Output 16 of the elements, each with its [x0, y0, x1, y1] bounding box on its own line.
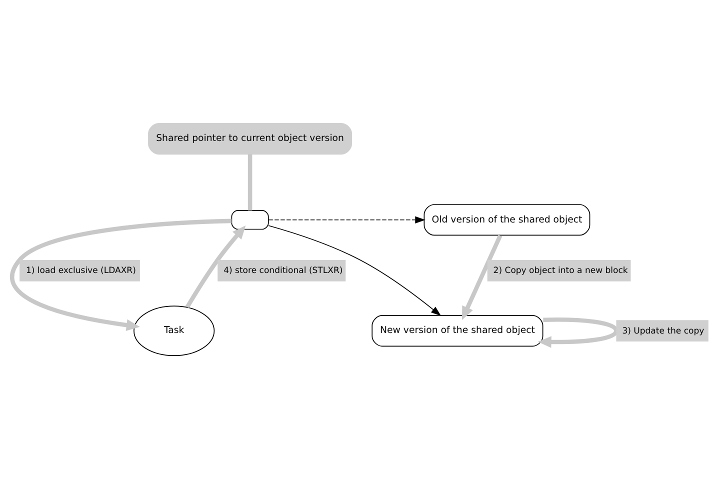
arrow	[10, 218, 232, 331]
node-ellipse: Task	[134, 306, 215, 356]
node-box	[231, 210, 269, 230]
node-box: New version of the shared object	[372, 315, 544, 347]
arrow	[538, 318, 618, 348]
node-box: Shared pointer to current object version	[148, 122, 352, 155]
arrow	[268, 225, 442, 316]
edge-label: 2) Copy object into a new block	[493, 266, 628, 276]
connector	[248, 154, 252, 210]
arrow	[462, 234, 502, 320]
edge-label: 3) Update the copy	[622, 326, 704, 336]
edge-label: 1) load exclusive (LDAXR)	[26, 266, 136, 276]
node-box: Old version of the shared object	[424, 204, 590, 236]
arrow	[185, 225, 246, 308]
arrow	[268, 216, 426, 224]
edge-label: 4) store conditional (STLXR)	[224, 266, 343, 276]
